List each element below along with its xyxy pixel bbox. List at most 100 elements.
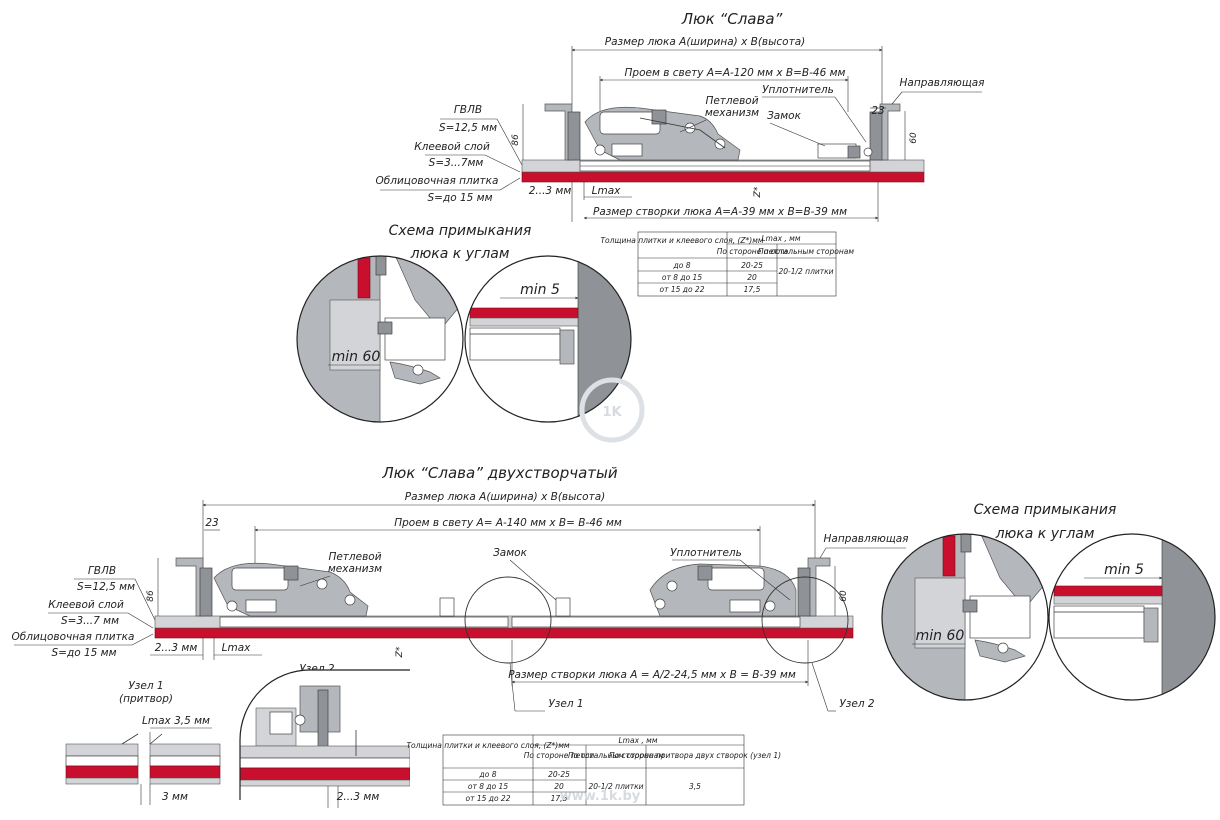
bottom-tile-layer (154, 627, 854, 639)
bottom-hatch-drawing: Люк “Слава” двухстворчатый Размер люка А… (12, 464, 909, 712)
node1-detail: Узел 1 (притвор) Lmax 3,5 мм 3 мм (65, 680, 221, 805)
node1-title-1: Узел 1 (128, 680, 163, 692)
bottom-leaf-label: Размер створки люка А = А/2-24,5 мм х В … (508, 669, 796, 681)
bottom-node1-circle (464, 576, 552, 664)
top-lmax-label: Lmax (592, 185, 622, 197)
top-size-label: Размер люка А(ширина) х В(высота) (605, 36, 806, 48)
node2-detail: Узел 2 2...3 мм (239, 663, 410, 808)
top-lock (817, 143, 873, 159)
bottom-opening-label: Проем в свету А= А-140 мм х В= В-46 мм (394, 517, 622, 529)
bottom-frame-right (807, 557, 831, 617)
top-seal-label: Уплотнитель (762, 84, 834, 96)
corner-bottom-min60: min 60 (916, 628, 965, 644)
top-hinge-mechanism (584, 106, 741, 161)
top-gvlv-2: S=12,5 мм (439, 122, 497, 134)
t2-head-lmax: Lmax , мм (619, 736, 658, 745)
top-gap-label: 2...3 мм (529, 185, 572, 197)
bottom-hinge-label-1: Петлевой (328, 551, 381, 563)
top-hinge-label-1: Петлевой (705, 95, 758, 107)
node1-lmax: Lmax 3,5 мм (142, 715, 210, 727)
top-z-label: Z* (753, 186, 763, 198)
top-opening-label: Проем в свету А=А-120 мм х В=В-46 мм (625, 67, 846, 79)
watermark-site: www.1k.by (560, 789, 641, 804)
corner-bottom-title-2: люка к углам (995, 526, 1095, 542)
corner-top-min5: min 5 (520, 282, 560, 298)
bottom-tile-2: S=до 15 мм (51, 647, 116, 659)
corner-detail-c (882, 534, 1048, 700)
bottom-z-label: Z* (395, 646, 405, 658)
top-dim-60: 60 (909, 132, 919, 144)
bottom-gvlv-2: S=12,5 мм (77, 581, 135, 593)
corner-scheme-bottom: Схема примыкания люка к углам min 60 (881, 502, 1216, 701)
t1-head-lmax: Lmax , мм (762, 234, 801, 243)
t1-head-hinge: По стороне петли (717, 247, 788, 256)
corner-top-min60: min 60 (332, 349, 381, 365)
t2-row-1-hinge: 20 (554, 782, 564, 791)
corner-top-title-2: люка к углам (410, 246, 510, 262)
bottom-size-label: Размер люка А(ширина) х В(высота) (405, 491, 606, 503)
bottom-leaf-left (219, 616, 509, 628)
node1-title-2: (притвор) (119, 693, 173, 705)
top-tile-layer (521, 171, 925, 183)
top-tile-1: Облицовочная плитка (376, 175, 499, 187)
t1-row-1-t: от 8 до 15 (662, 273, 702, 282)
t2-row-2-hinge: 17,5 (551, 794, 568, 803)
bottom-glue-2: S=3...7 мм (61, 615, 119, 627)
bottom-dim-86: 86 (146, 590, 156, 602)
bottom-node2-circle (761, 576, 849, 664)
t1-row-1-hinge: 20 (747, 273, 757, 282)
t1-head-other: По остальным сторонам (758, 247, 854, 256)
top-hatch-drawing: Люк “Слава” Размер люка А(ширина) х В(вы… (376, 10, 985, 222)
bottom-lock-label: Замок (493, 547, 528, 559)
bottom-glue-1: Клеевой слой (48, 599, 124, 611)
watermark-logo-text: 1K (602, 405, 622, 420)
top-dim-86: 86 (511, 134, 521, 146)
t2-head-rebate: По стороне притвора двух створок (узел 1… (609, 751, 781, 760)
t2-head-other: По остальным сторонам (568, 751, 664, 760)
bottom-node1-label: Узел 1 (548, 698, 583, 710)
bottom-gvlv-1: ГВЛВ (88, 565, 116, 577)
t2-row-2-t: от 15 до 22 (466, 794, 511, 803)
bottom-dim-60: 60 (839, 590, 849, 602)
bottom-hinge-left (213, 562, 369, 617)
top-leaf-label: Размер створки люка А=А-39 мм х В=В-39 м… (593, 206, 847, 218)
watermark-logo: 1K (579, 377, 645, 443)
table-1: Толщина плитки и клеевого слоя, (Z*)мм L… (600, 231, 854, 297)
corner-bottom-title-1: Схема примыкания (974, 502, 1117, 518)
bottom-title: Люк “Слава” двухстворчатый (381, 464, 617, 482)
bottom-dim-23: 23 (205, 517, 218, 529)
bottom-gap-label: 2...3 мм (155, 642, 198, 654)
bottom-guide-label: Направляющая (824, 533, 909, 545)
corner-top-title-1: Схема примыкания (389, 223, 532, 239)
corner-bottom-min5: min 5 (1104, 562, 1144, 578)
t1-row-0-hinge: 20-25 (741, 261, 763, 270)
corner-detail-d (1049, 534, 1215, 700)
bottom-lock-right (555, 597, 571, 617)
t1-head-col1: Толщина плитки и клеевого слоя, (Z*)мм (600, 236, 763, 245)
bottom-frame-left (175, 557, 204, 617)
t2-head-hinge: По стороне петли (524, 751, 595, 760)
t2-rebate-value: 3,5 (689, 782, 701, 791)
top-glue-2: S=3...7мм (429, 157, 484, 169)
bottom-tile-1: Облицовочная плитка (12, 631, 135, 643)
bottom-hinge-label-2: механизм (328, 563, 382, 575)
t1-row-2-t: от 15 до 22 (660, 285, 705, 294)
t2-row-1-t: от 8 до 15 (468, 782, 508, 791)
top-dim-23: 23 (871, 105, 884, 117)
top-lock-label: Замок (767, 110, 802, 122)
t2-head-col1: Толщина плитки и клеевого слоя, (Z*)мм (406, 741, 569, 750)
top-gvlv-1: ГВЛВ (454, 104, 482, 116)
top-guide-label: Направляющая (900, 77, 985, 89)
bottom-node2-label: Узел 2 (839, 698, 874, 710)
node2-gap: 2...3 мм (337, 791, 380, 803)
node1-gap: 3 мм (162, 791, 188, 803)
top-tile-2: S=до 15 мм (427, 192, 492, 204)
t2-row-0-hinge: 20-25 (548, 770, 570, 779)
t1-row-2-hinge: 17,5 (744, 285, 761, 294)
top-glue-1: Клеевой слой (414, 141, 490, 153)
table-2: Толщина плитки и клеевого слоя, (Z*)мм L… (406, 734, 781, 806)
bottom-lmax-label: Lmax (222, 642, 252, 654)
bottom-lock-left (439, 597, 455, 617)
top-title: Люк “Слава” (681, 10, 783, 28)
